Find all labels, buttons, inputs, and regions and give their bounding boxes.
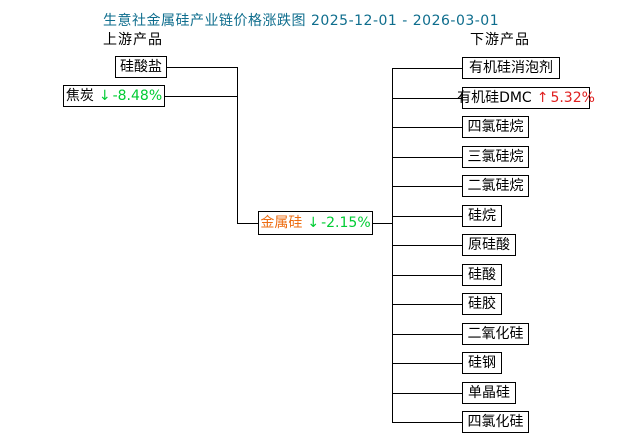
- connector-line: [165, 96, 237, 97]
- down-arrow-icon: ↓: [98, 88, 111, 104]
- chart-title: 生意社金属硅产业链价格涨跌图 2025-12-01 - 2026-03-01: [103, 13, 500, 29]
- node-monocrystalline-silicon[interactable]: 单晶硅: [462, 382, 516, 404]
- connector-line: [392, 422, 462, 423]
- connector-line: [392, 245, 462, 246]
- price-change: ↑ 5.32%: [537, 91, 595, 105]
- node-label: 硅钢: [468, 355, 496, 371]
- node-label: 焦炭: [65, 88, 94, 104]
- node-trichlorosilane[interactable]: 三氯硅烷: [462, 146, 529, 168]
- connector-line: [392, 304, 462, 305]
- connector-line: [392, 216, 462, 217]
- node-label: 三氯硅烷: [467, 149, 524, 165]
- up-arrow-icon: ↑: [536, 90, 549, 106]
- connector-line: [392, 68, 462, 69]
- upstream-section-label: 上游产品: [103, 32, 163, 48]
- connector-line: [392, 275, 462, 276]
- down-arrow-icon: ↓: [307, 215, 320, 231]
- node-label: 硅酸: [468, 267, 496, 283]
- node-silicone-defoamer[interactable]: 有机硅消泡剂: [462, 57, 560, 79]
- node-coke[interactable]: 焦炭 ↓ -8.48%: [63, 85, 165, 107]
- node-label: 单晶硅: [468, 385, 510, 401]
- connector-line: [392, 186, 462, 187]
- change-value: 5.32%: [550, 90, 595, 106]
- node-silane[interactable]: 硅烷: [462, 205, 502, 227]
- connector-line: [392, 157, 462, 158]
- connector-line: [392, 127, 462, 128]
- node-label: 二氧化硅: [467, 326, 524, 342]
- node-label: 硅胶: [468, 296, 496, 312]
- node-label: 四氯硅烷: [467, 119, 524, 135]
- node-silica-gel[interactable]: 硅胶: [462, 293, 502, 315]
- downstream-section-label: 下游产品: [470, 32, 530, 48]
- connector-line: [237, 67, 238, 223]
- node-label: 二氯硅烷: [467, 178, 524, 194]
- node-silicic-acid[interactable]: 硅酸: [462, 264, 502, 286]
- node-silicate[interactable]: 硅酸盐: [115, 56, 167, 78]
- connector-line: [373, 223, 392, 224]
- node-silicon-dioxide[interactable]: 二氧化硅: [462, 323, 529, 345]
- node-dichlorosilane[interactable]: 二氯硅烷: [462, 175, 529, 197]
- node-label: 有机硅消泡剂: [469, 60, 553, 76]
- connector-line: [167, 67, 237, 68]
- price-change: ↓ -8.48%: [99, 89, 162, 103]
- node-silicon-steel[interactable]: 硅钢: [462, 352, 502, 374]
- node-metal-silicon[interactable]: 金属硅 ↓ -2.15%: [258, 211, 373, 235]
- node-label: 硅烷: [468, 208, 496, 224]
- node-tetrachlorosilane[interactable]: 四氯硅烷: [462, 116, 529, 138]
- node-label: 有机硅DMC: [457, 90, 532, 106]
- node-orthosilicic-acid[interactable]: 原硅酸: [462, 234, 516, 256]
- node-label: 四氯化硅: [467, 414, 524, 430]
- node-silicon-tetrachloride[interactable]: 四氯化硅: [462, 411, 529, 433]
- node-silicone-dmc[interactable]: 有机硅DMC ↑ 5.32%: [457, 87, 595, 109]
- price-change: ↓ -2.15%: [307, 216, 370, 230]
- connector-line: [392, 98, 462, 99]
- connector-line: [237, 223, 258, 224]
- node-label: 硅酸盐: [120, 59, 162, 75]
- change-value: -2.15%: [321, 215, 371, 231]
- connector-line: [392, 393, 462, 394]
- connector-line: [392, 363, 462, 364]
- connector-line: [392, 334, 462, 335]
- node-label: 原硅酸: [468, 237, 510, 253]
- change-value: -8.48%: [112, 88, 163, 104]
- node-label: 金属硅: [260, 215, 303, 231]
